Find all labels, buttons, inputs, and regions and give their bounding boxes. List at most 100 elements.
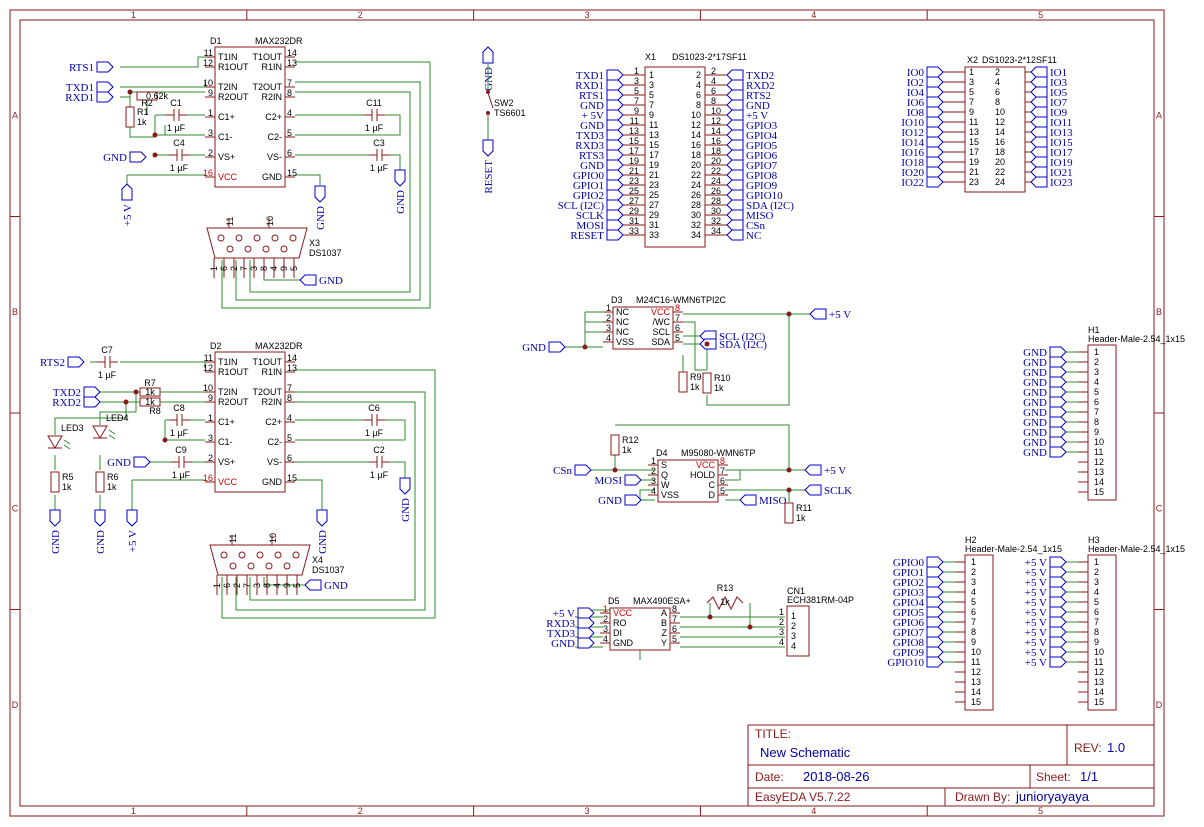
net-port-flag [1049, 396, 1067, 408]
capacitor-value: 1 µF [98, 370, 117, 380]
net-port-label: IO9 [1050, 107, 1068, 119]
port-vcc-d3: +5 V [809, 308, 851, 321]
net-port-flag [726, 189, 744, 201]
net-port-label: TXD3 [547, 628, 576, 640]
ic-pin-number: 4 [287, 108, 292, 118]
x1-pin-number: 8 [711, 96, 716, 106]
x2-net-right: IO21 [1030, 166, 1073, 179]
resistor-value: 1k [796, 513, 806, 523]
header-net-port: +5 V [1025, 556, 1067, 569]
x2-pin-name: 20 [995, 157, 1005, 167]
net-port-label: +5 V [1025, 587, 1047, 599]
db9-pin [247, 562, 255, 570]
frame-row-label: D [1156, 700, 1163, 710]
net-port-flag [1049, 346, 1067, 358]
net-port-label: IO12 [901, 127, 924, 139]
ic-pin-name: C1- [218, 132, 233, 142]
x1-pin-number: 5 [634, 86, 639, 96]
net-port-label: +5 V [1025, 567, 1047, 579]
net-port-flag [1049, 606, 1067, 618]
net-port-flag [1049, 356, 1067, 368]
ic-pin-name: VCC [218, 172, 238, 182]
frame-column-label: 4 [811, 806, 816, 816]
x1-pin-name: 24 [691, 180, 701, 190]
x1-pin-number: 4 [711, 76, 716, 86]
x2-pin-name: 18 [995, 147, 1005, 157]
net-port-flag [1030, 156, 1048, 168]
x1-pin-name: 15 [649, 140, 659, 150]
net-port-flag [1030, 116, 1048, 128]
x1-net-left: GND [580, 99, 624, 112]
net-port-label: +5 V [1025, 607, 1047, 619]
net-port-label: IO17 [1050, 147, 1073, 159]
ic-pin-name: B [661, 618, 667, 628]
x1-pin-number: 19 [629, 156, 639, 166]
net-port-label: GPIO1 [893, 567, 924, 579]
net-port-label: GPIO2 [893, 577, 924, 589]
net-port-flag [606, 209, 624, 221]
cn1-body [786, 605, 810, 657]
frame-column-label: 3 [584, 10, 589, 20]
net-port-label: IO4 [907, 87, 925, 99]
ic-pin-name: A [661, 608, 667, 618]
db9-pin-number: 8 [262, 583, 272, 588]
resistor-value: 1k [145, 387, 155, 397]
db9-pin-number: 7 [242, 583, 252, 588]
net-port-label: RTS3 [579, 150, 605, 162]
net-port-flag [299, 274, 317, 286]
net-port-label: RXD2 [746, 80, 775, 92]
net-port-flag [926, 136, 944, 148]
x2-pin-name: 4 [995, 77, 1000, 87]
header-net-port: +5 V [1025, 636, 1067, 649]
net-port-flag [726, 219, 744, 231]
header-net-port: +5 V [1025, 626, 1067, 639]
header-net-port: GPIO6 [893, 616, 944, 629]
port-gnd-led3: GND [49, 509, 62, 554]
net-port-label: GPIO2 [573, 190, 604, 202]
x2-pin-name: 5 [969, 87, 974, 97]
header-pin-number: 14 [1094, 477, 1104, 487]
net-port-flag [577, 637, 595, 649]
ic-pin-name: HOLD [690, 470, 716, 480]
rev-value: 1.0 [1107, 740, 1125, 755]
x1-pin-number: 10 [711, 106, 721, 116]
x1-pin-name: 27 [649, 200, 659, 210]
db9-pin-number: 7 [239, 266, 249, 271]
frame-row-label: B [12, 307, 18, 317]
net-port-label: GND [598, 495, 622, 507]
header-pin-number: 6 [1094, 397, 1099, 407]
ic-pin-number: 15 [287, 168, 297, 178]
x1-net-left: GPIO1 [573, 179, 624, 192]
junction-dot [704, 341, 710, 347]
port-gnd-x4: GND [304, 579, 348, 592]
header-pin-number: 9 [1094, 427, 1099, 437]
db9-pin-number: 9 [279, 266, 289, 271]
port-gnd-s2: GND [107, 456, 151, 469]
net-port-flag [606, 149, 624, 161]
cn1-pin-number: 2 [779, 617, 784, 627]
net-port-label: IO2 [907, 77, 924, 89]
led-ref: LED4 [106, 413, 129, 423]
junction-dot [786, 311, 792, 317]
net-port-flag [1030, 166, 1048, 178]
port-d5-net: GND [551, 637, 595, 650]
net-port-label: +5 V [1025, 577, 1047, 589]
capacitor-value: 1 µF [167, 123, 186, 133]
x1-ref: X1 [645, 52, 656, 62]
resistor-r9 [678, 371, 688, 393]
net-port-flag [926, 556, 944, 568]
ic-pin-number: 11 [204, 48, 213, 58]
x2-net-right: IO17 [1030, 146, 1073, 159]
x2-pin-name: 7 [969, 97, 974, 107]
net-port-flag [1049, 596, 1067, 608]
x1-pin-name: 11 [649, 120, 658, 130]
x1-pin-number: 16 [711, 136, 721, 146]
net-port-label: +5 V [553, 608, 575, 620]
db9-ref: X3 [309, 238, 320, 248]
net-port-flag [926, 636, 944, 648]
cn1-pin-number: 1 [779, 607, 784, 617]
ic-pin-name: VCC [613, 608, 633, 618]
x1-pin-number: 2 [711, 66, 716, 76]
net-port-label: GPIO3 [746, 120, 778, 132]
